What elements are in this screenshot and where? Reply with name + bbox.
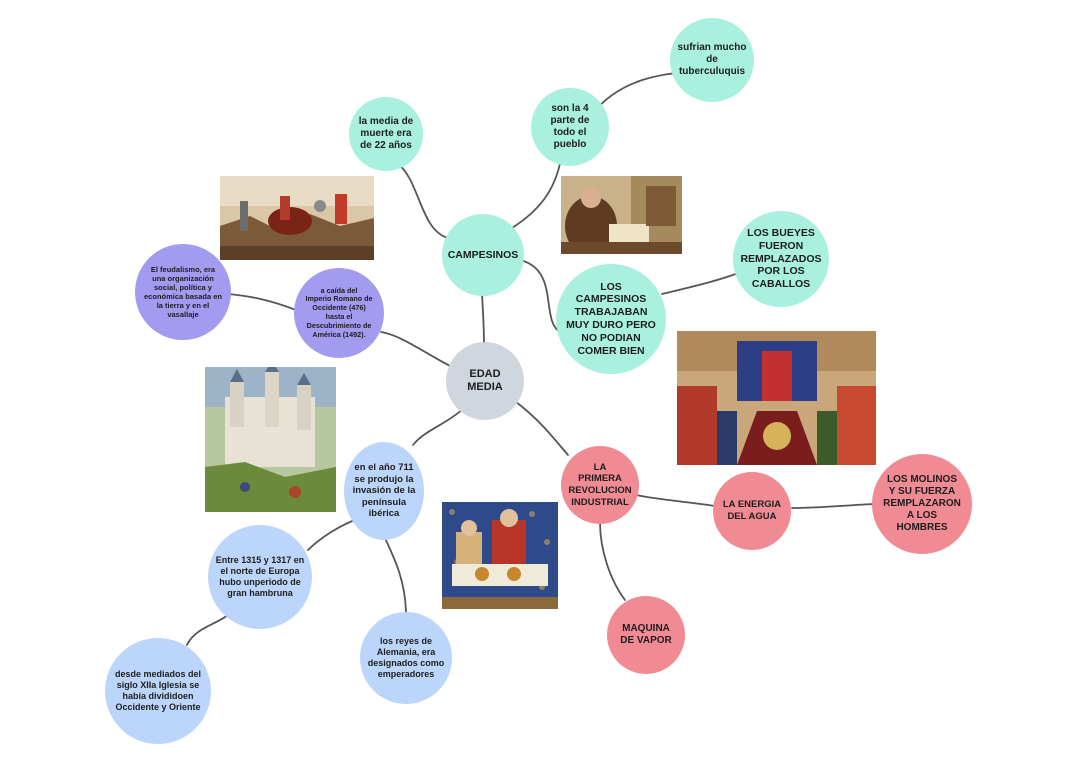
link-campesinos-trabajaban xyxy=(519,259,561,333)
battle-painting xyxy=(220,176,374,260)
link-center-campesinos xyxy=(481,291,485,347)
node-iglesia: desde mediados del siglo XIIa Iglesia se… xyxy=(105,638,211,744)
center-node-edad-media: EDAD MEDIA xyxy=(446,342,524,420)
node-media-muerte: la media de muerte era de 22 años xyxy=(349,97,423,171)
link-center-revolucion xyxy=(515,401,569,456)
node-campesinos: CAMPESINOS xyxy=(442,214,524,296)
node-ano-711: en el año 711 se produjo la invasión de … xyxy=(344,442,424,540)
monk-painting xyxy=(561,176,682,254)
node-hambruna: Entre 1315 y 1317 en el norte de Europa … xyxy=(208,525,312,629)
node-feudalismo: El feudalismo, era una organización soci… xyxy=(135,244,231,340)
banquet-painting xyxy=(442,502,558,609)
link-711-hambruna xyxy=(307,517,361,551)
link-711-reyes xyxy=(384,537,407,613)
link-campesinos-cuarta xyxy=(511,158,562,229)
castle-painting xyxy=(205,367,336,512)
link-caida-feudalismo xyxy=(227,293,297,311)
node-revolucion-industrial: LA PRIMERA REVOLUCION INDUSTRIAL xyxy=(561,446,639,524)
link-center-caida xyxy=(380,331,451,367)
node-bueyes: LOS BUEYES FUERON REMPLAZADOS POR LOS CA… xyxy=(733,211,829,307)
node-caida-imperio: a caída del Imperio Romano de Occidente … xyxy=(294,268,384,358)
link-campesinos-media xyxy=(396,162,449,239)
link-revolucion-vapor xyxy=(599,521,626,601)
link-revolucion-energia xyxy=(635,494,716,507)
link-hambruna-iglesia xyxy=(186,614,229,646)
link-trabajaban-bueyes xyxy=(661,271,742,295)
link-energia-molinos xyxy=(791,503,875,509)
node-reyes: los reyes de Alemania, era designados co… xyxy=(360,612,452,704)
node-trabajaban: LOS CAMPESINOS TRABAJABAN MUY DURO PERO … xyxy=(556,264,666,374)
node-energia-agua: LA ENERGIA DEL AGUA xyxy=(713,472,791,550)
link-center-711 xyxy=(412,408,464,446)
node-maquina-vapor: MAQUINA DE VAPOR xyxy=(607,596,685,674)
link-cuarta-tuberculosis xyxy=(593,72,677,113)
node-molinos: LOS MOLINOS Y SU FUERZA REMPLAZARON A LO… xyxy=(872,454,972,554)
node-cuarta-parte: son la 4 parte de todo el pueblo xyxy=(531,88,609,166)
node-tuberculosis: sufrian mucho de tuberculuquis xyxy=(670,18,754,102)
coronation-painting xyxy=(677,331,876,465)
